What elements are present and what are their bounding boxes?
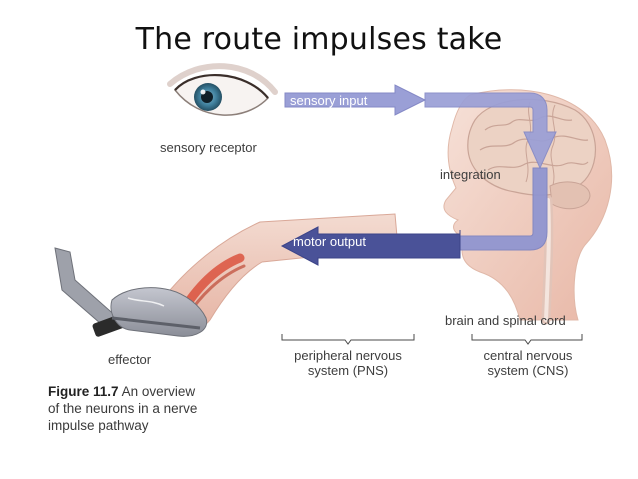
sensory-input-label: sensory input [290, 93, 368, 108]
motor-output-label: motor output [293, 234, 366, 249]
spinal-cord [541, 195, 554, 325]
cns-label-line1: central nervous [483, 348, 573, 363]
effector-label: effector [108, 352, 152, 367]
caption-line1: An overview [121, 384, 196, 399]
shoe-illustration [110, 287, 208, 337]
sensory-input-arrow [284, 84, 557, 170]
eye-icon [167, 63, 278, 116]
cns-brace [471, 334, 583, 345]
cns-label-line2: system (CNS) [487, 363, 569, 378]
cns-label: central nervous system (CNS) [462, 348, 594, 378]
pns-label: peripheral nervous system (PNS) [276, 348, 420, 378]
figure-caption: Figure 11.7 An overview of the neurons i… [48, 383, 278, 434]
brain-spinal-cord-label: brain and spinal cord [445, 313, 566, 328]
figure-number: Figure 11.7 [48, 384, 119, 399]
integration-label: integration [440, 167, 501, 182]
slide-title: The route impulses take [135, 22, 503, 57]
pns-label-line2: system (PNS) [307, 363, 389, 378]
caption-line3: impulse pathway [48, 418, 149, 433]
motor-output-arrow [280, 226, 461, 266]
caption-line2: of the neurons in a nerve [48, 401, 198, 416]
sensory-receptor-label: sensory receptor [160, 140, 257, 155]
pns-label-line1: peripheral nervous [294, 348, 402, 363]
pns-brace [281, 334, 415, 345]
